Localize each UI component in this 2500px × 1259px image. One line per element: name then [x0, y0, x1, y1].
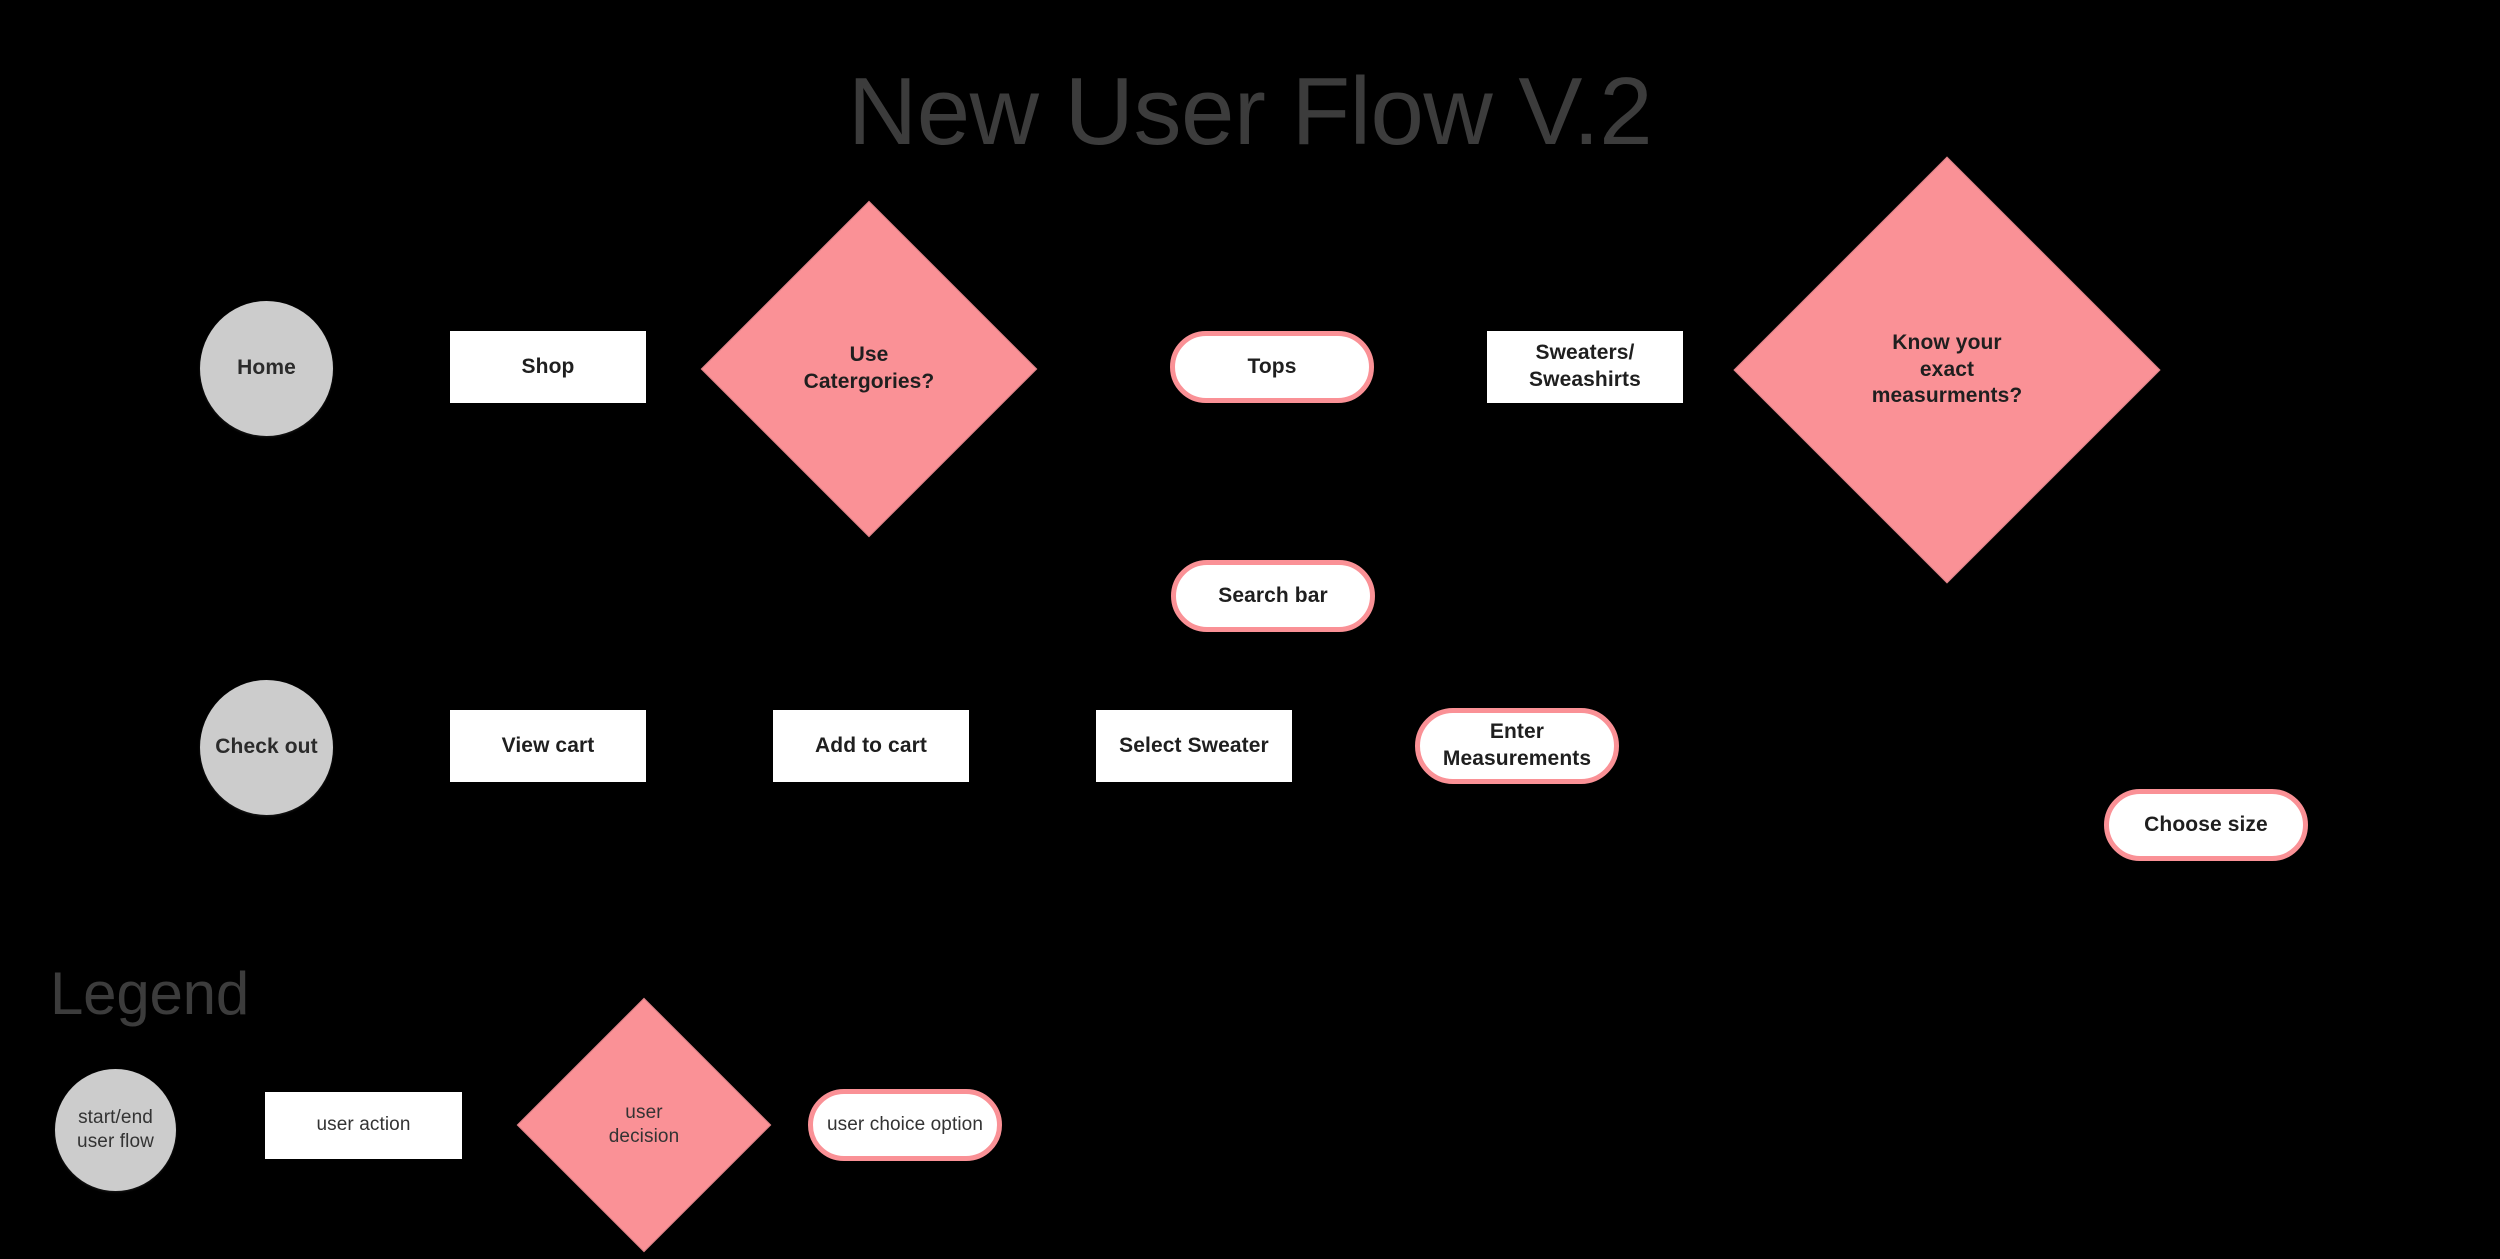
flow-node-tops-label: Tops	[1247, 354, 1297, 378]
flow-node-shop[interactable]: Shop	[450, 331, 646, 403]
flow-node-add-to-cart[interactable]: Add to cart	[773, 710, 969, 782]
flow-node-enter-measurements[interactable]: Enter Measurements	[1415, 708, 1619, 784]
legend-item-decision-label: user decision	[608, 1101, 680, 1147]
flow-node-shop-label: Shop	[521, 354, 575, 378]
flow-node-sweaters[interactable]: Sweaters/ Sweashirts	[1487, 331, 1683, 403]
legend-title: Legend	[50, 960, 250, 1027]
flow-node-check-out-label: Check out	[215, 735, 318, 759]
flow-node-select-sweater-label: Select Sweater	[1119, 733, 1269, 757]
flow-node-view-cart[interactable]: View cart	[450, 710, 646, 782]
flow-node-add-to-cart-label: Add to cart	[815, 733, 927, 757]
flow-node-search-bar-label: Search bar	[1218, 583, 1328, 607]
flow-node-use-categories[interactable]: Use Catergories?	[700, 200, 1038, 538]
flow-node-know-measurements-label: Know your exact measurments?	[1871, 330, 2023, 408]
legend-item-terminator: start/end user flow	[55, 1069, 176, 1191]
flow-node-choose-size-label: Choose size	[2144, 812, 2268, 836]
flow-node-use-categories-label: Use Catergories?	[803, 343, 935, 393]
flow-node-view-cart-label: View cart	[501, 733, 595, 757]
flow-node-know-measurements[interactable]: Know your exact measurments?	[1733, 156, 2161, 584]
flow-node-home[interactable]: Home	[200, 301, 333, 436]
flow-node-choose-size[interactable]: Choose size	[2104, 789, 2308, 861]
flow-node-enter-measurements-label: Enter Measurements	[1442, 720, 1592, 770]
flow-node-check-out[interactable]: Check out	[200, 680, 333, 815]
flow-node-select-sweater[interactable]: Select Sweater	[1096, 710, 1292, 782]
flow-node-search-bar[interactable]: Search bar	[1171, 560, 1375, 632]
flow-node-home-label: Home	[237, 356, 296, 380]
legend-item-choice: user choice option	[808, 1089, 1002, 1161]
page-title: New User Flow V.2	[847, 58, 1653, 165]
legend-item-action: user action	[265, 1092, 462, 1159]
flow-node-sweaters-label: Sweaters/ Sweashirts	[1529, 341, 1641, 391]
legend-item-decision: user decision	[516, 997, 772, 1253]
legend-item-choice-label: user choice option	[826, 1113, 983, 1135]
legend-item-action-label: user action	[316, 1114, 411, 1136]
legend-item-terminator-label: start/end user flow	[77, 1106, 154, 1152]
flow-node-tops[interactable]: Tops	[1170, 331, 1374, 403]
